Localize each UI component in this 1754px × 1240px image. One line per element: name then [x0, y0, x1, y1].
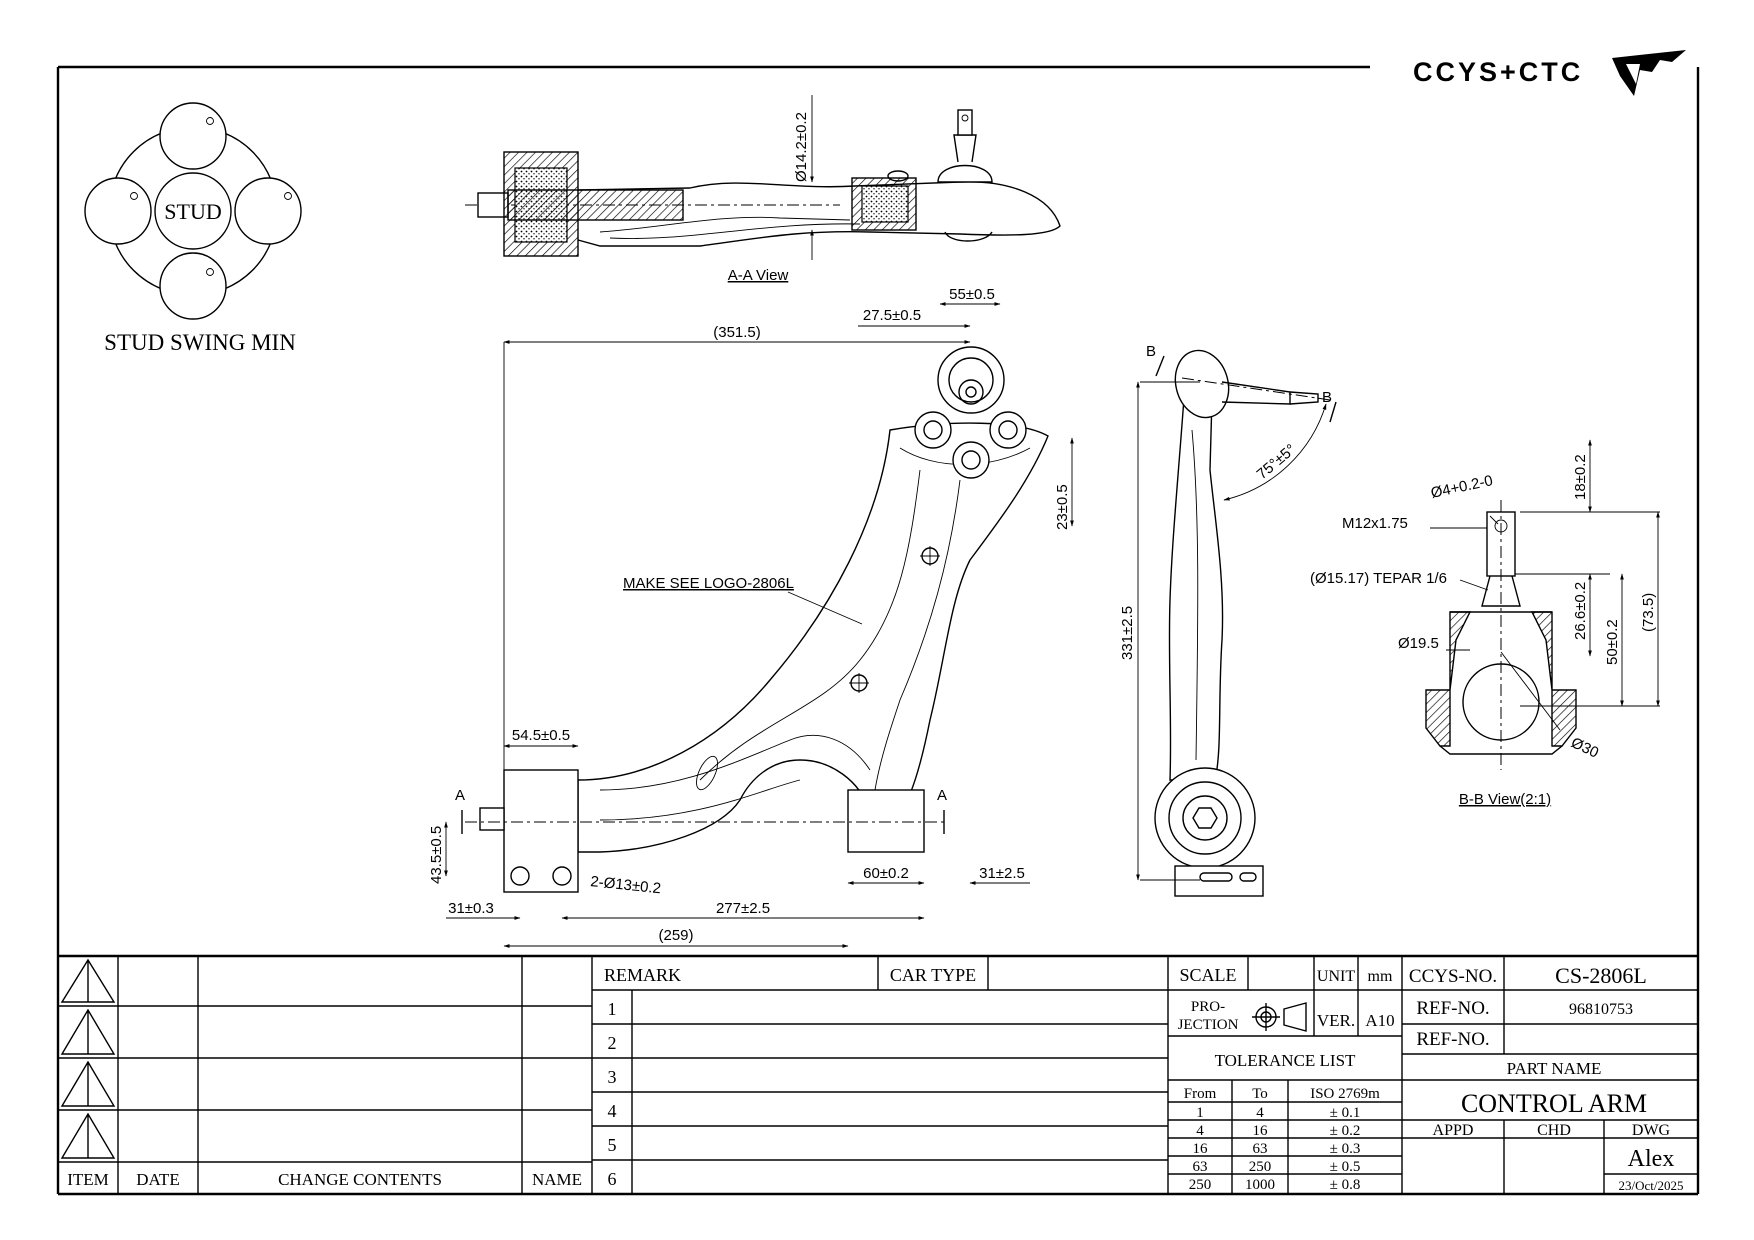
title-block-grid: ITEM DATE CHANGE CONTENTS NAME REMARK CA… [58, 954, 1698, 1194]
remark-row-6: 6 [608, 1169, 617, 1189]
unit-value: mm [1368, 968, 1393, 985]
tol-row-2-val: ± 0.2 [1330, 1123, 1361, 1139]
ver-label: VER. [1317, 1011, 1355, 1030]
dwg-name: Alex [1628, 1146, 1675, 1172]
view-label-bb: B-B View(2:1) [1459, 791, 1551, 808]
dim-30: Ø30 [1568, 734, 1601, 761]
section-b-right: B [1322, 389, 1332, 406]
tol-row-3-from: 16 [1193, 1141, 1209, 1157]
ccys-no-value: CS-2806L [1555, 963, 1647, 988]
projection-label-1: PRO- [1191, 999, 1225, 1015]
ball-joint-section: Ø4+0.2-0 M12x1.75 (Ø15.17) TEPAR 1/6 Ø19… [1310, 439, 1660, 808]
dim-54: 54.5±0.5 [512, 727, 570, 744]
remark-row-3: 3 [608, 1067, 617, 1087]
ref-no-label-2: REF-NO. [1416, 1029, 1489, 1050]
view-label-aa: A-A View [728, 267, 789, 284]
remark-row-1: 1 [608, 999, 617, 1019]
rev-date-header: DATE [136, 1170, 179, 1189]
dim-31-right: 31±2.5 [979, 865, 1025, 882]
tol-row-5-from: 250 [1189, 1177, 1212, 1193]
dim-73: (73.5) [1640, 593, 1657, 632]
ccys-no-label: CCYS-NO. [1409, 966, 1497, 987]
logo-text: CCYS+CTC [1413, 57, 1583, 87]
remark-row-5: 5 [608, 1135, 617, 1155]
tol-header-iso: ISO 2769m [1310, 1086, 1380, 1102]
projection-symbol-icon [1252, 1002, 1307, 1032]
dim-50: 50±0.2 [1604, 619, 1621, 665]
tol-row-2-from: 4 [1196, 1123, 1204, 1139]
tol-header-to: To [1252, 1086, 1268, 1102]
logo-emblem-icon [1612, 50, 1686, 96]
ver-value: A10 [1365, 1011, 1394, 1030]
logo-note: MAKE SEE LOGO-2806L [623, 575, 794, 592]
ref-no-label: REF-NO. [1416, 998, 1489, 1019]
tol-row-1-val: ± 0.1 [1330, 1105, 1361, 1121]
dwg-label: DWG [1632, 1122, 1671, 1139]
dim-diameter-14: Ø14.2±0.2 [793, 112, 810, 182]
tol-row-2-to: 16 [1253, 1123, 1269, 1139]
car-type-label: CAR TYPE [890, 965, 976, 985]
dim-18: 18±0.2 [1572, 454, 1589, 500]
rev-contents-header: CHANGE CONTENTS [278, 1170, 442, 1189]
remark-row-4: 4 [608, 1101, 617, 1121]
dim-351: (351.5) [713, 324, 761, 341]
rev-name-header: NAME [532, 1170, 582, 1189]
dim-taper: (Ø15.17) TEPAR 1/6 [1310, 570, 1447, 587]
remark-row-2: 2 [608, 1033, 617, 1053]
dim-331: 331±2.5 [1119, 606, 1136, 660]
dim-60: 60±0.2 [863, 865, 909, 882]
dim-hole-4: Ø4+0.2-0 [1429, 472, 1494, 502]
dim-55: 55±0.5 [949, 286, 995, 303]
section-a-right: A [937, 787, 947, 804]
tol-header-from: From [1184, 1086, 1217, 1102]
stud-label: STUD [164, 199, 221, 224]
unit-label: UNIT [1317, 968, 1355, 985]
dim-31-left: 31±0.3 [448, 900, 494, 917]
tolerance-title: TOLERANCE LIST [1215, 1051, 1356, 1070]
revision-triangles [60, 958, 116, 1159]
dim-19: Ø19.5 [1398, 635, 1439, 652]
part-name-label: PART NAME [1507, 1059, 1602, 1078]
tol-row-3-to: 63 [1253, 1141, 1268, 1157]
dim-holes: 2-Ø13±0.2 [590, 873, 662, 897]
stud-swing-caption: STUD SWING MIN [104, 330, 296, 355]
tol-row-5-to: 1000 [1245, 1177, 1275, 1193]
dim-27: 27.5±0.5 [863, 307, 921, 324]
dim-23: 23±0.5 [1054, 484, 1071, 530]
tol-row-3-val: ± 0.3 [1330, 1141, 1361, 1157]
dim-277: 277±2.5 [716, 900, 770, 917]
drawing-date: 23/Oct/2025 [1619, 1178, 1684, 1193]
tol-row-1-from: 1 [1196, 1105, 1204, 1121]
section-a-left: A [455, 787, 465, 804]
remark-label: REMARK [604, 965, 681, 985]
chd-label: CHD [1537, 1122, 1571, 1139]
tol-row-4-val: ± 0.5 [1330, 1159, 1361, 1175]
section-b-left: B [1146, 343, 1156, 360]
dim-thread: M12x1.75 [1342, 515, 1408, 532]
tol-row-4-from: 63 [1193, 1159, 1208, 1175]
front-view: (351.5) 27.5±0.5 55±0.5 23±0.5 MAKE SEE … [428, 286, 1074, 948]
tol-row-4-to: 250 [1249, 1159, 1272, 1175]
tol-row-1-to: 4 [1256, 1105, 1264, 1121]
ref-no-value: 96810753 [1569, 1001, 1633, 1018]
company-logo: CCYS+CTC [1413, 50, 1686, 96]
dim-43: 43.5±0.5 [428, 826, 445, 884]
tol-row-5-val: ± 0.8 [1330, 1177, 1361, 1193]
dim-259: (259) [658, 927, 693, 944]
dim-angle-75: 75°±5° [1254, 441, 1300, 483]
part-name: CONTROL ARM [1461, 1089, 1647, 1118]
scale-label: SCALE [1179, 965, 1236, 985]
top-view-aa: Ø14.2±0.2 A-A View [465, 95, 1061, 284]
stud-swing-diagram: STUD STUD SWING MIN [84, 102, 302, 355]
side-view: 331±2.5 75°±5° B B [1119, 343, 1337, 897]
projection-label-2: JECTION [1178, 1017, 1239, 1033]
appd-label: APPD [1433, 1122, 1474, 1139]
rev-item-header: ITEM [67, 1170, 109, 1189]
dim-26: 26.6±0.2 [1572, 582, 1589, 640]
